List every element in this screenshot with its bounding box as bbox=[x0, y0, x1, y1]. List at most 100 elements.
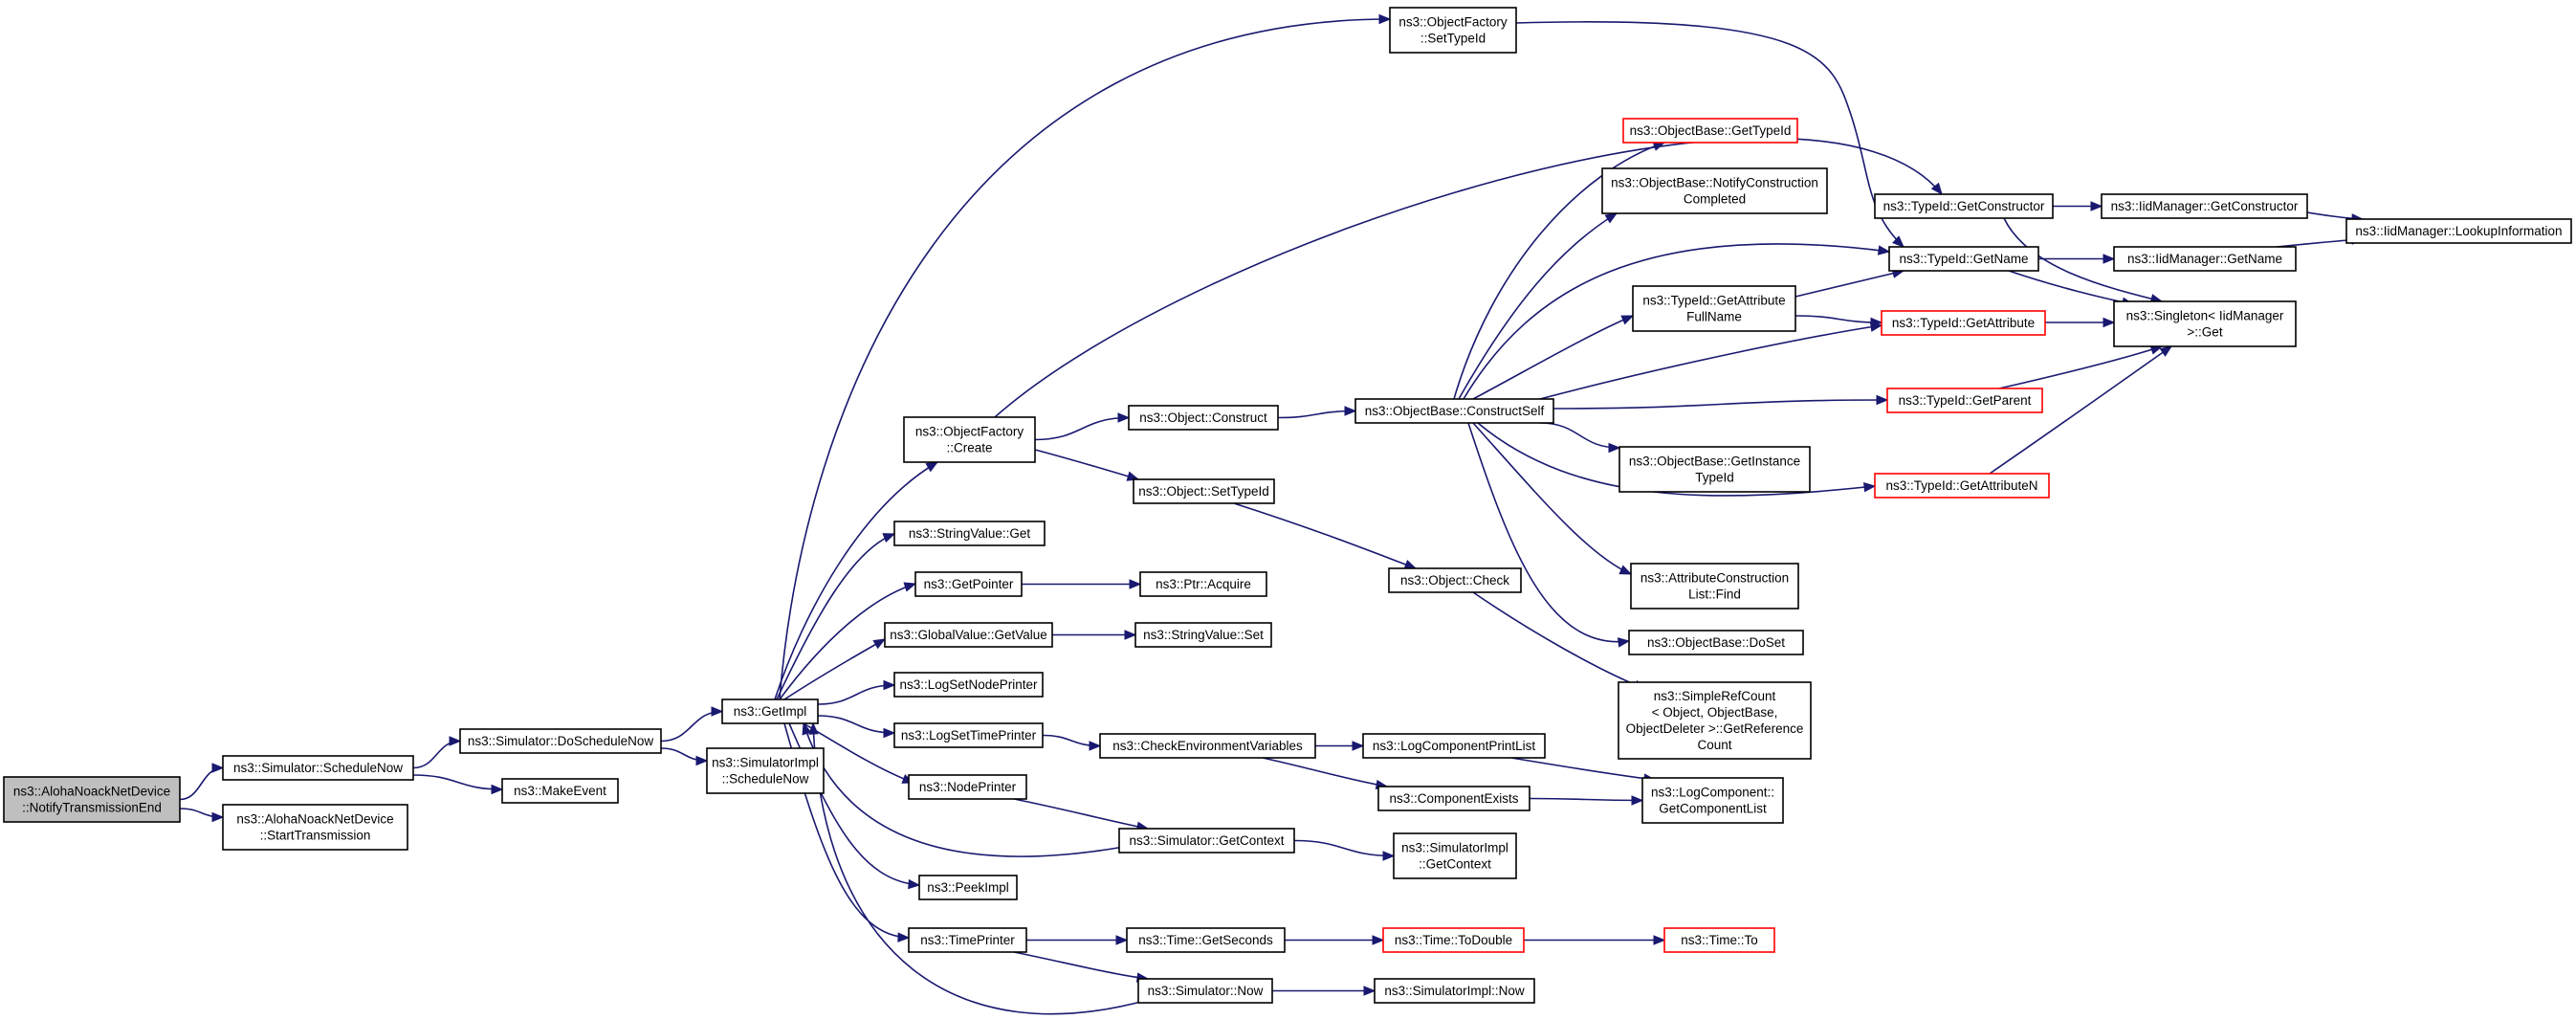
edge-sim_getcontext-to-simimpl_getcontext bbox=[1293, 839, 1395, 857]
node-iidmanager_getname[interactable]: ns3::IidManager::GetName bbox=[2113, 246, 2297, 272]
node-typeid_getattributen[interactable]: ns3::TypeId::GetAttributeN bbox=[1874, 473, 2050, 499]
edge-objfactory_create-to-object_settypeid bbox=[1034, 449, 1139, 480]
node-getpointer[interactable]: ns3::GetPointer bbox=[914, 571, 1023, 597]
edge-sim_now-to-getimpl bbox=[812, 722, 1149, 1015]
node-label: ::Create bbox=[946, 441, 992, 455]
edge-arrowhead bbox=[1117, 412, 1131, 423]
node-simimpl_getcontext[interactable]: ns3::SimulatorImpl::GetContext bbox=[1393, 832, 1517, 879]
node-peekimpl[interactable]: ns3::PeekImpl bbox=[918, 875, 1018, 900]
node-stringvalue_get[interactable]: ns3::StringValue::Get bbox=[893, 521, 1046, 546]
node-typeid_getconstructor[interactable]: ns3::TypeId::GetConstructor bbox=[1874, 193, 2054, 219]
edge-sim_doschedulenow-to-getimpl bbox=[660, 710, 723, 743]
node-label: ns3::IidManager::GetConstructor bbox=[2111, 199, 2299, 213]
node-box bbox=[1388, 567, 1522, 593]
edge-arrowhead bbox=[882, 533, 896, 543]
node-box bbox=[1362, 733, 1546, 759]
node-checkenvvars[interactable]: ns3::CheckEnvironmentVariables bbox=[1099, 733, 1316, 759]
node-object_check[interactable]: ns3::Object::Check bbox=[1388, 567, 1522, 593]
node-makeevent[interactable]: ns3::MakeEvent bbox=[501, 778, 619, 804]
node-globalvalue_getvalue[interactable]: ns3::GlobalValue::GetValue bbox=[884, 622, 1053, 648]
node-box bbox=[1128, 405, 1279, 431]
node-sim_schedulenow[interactable]: ns3::Simulator::ScheduleNow bbox=[222, 755, 414, 781]
node-stringvalue_set[interactable]: ns3::StringValue::Set bbox=[1134, 622, 1272, 648]
node-logsetnodeprinter[interactable]: ns3::LogSetNodePrinter bbox=[893, 672, 1044, 698]
node-label: ns3::AttributeConstruction bbox=[1640, 571, 1789, 586]
node-label: ns3::Object::SetTypeId bbox=[1138, 484, 1269, 499]
edge-typeid_getparent-to-singleton_get bbox=[1998, 345, 2163, 389]
node-box bbox=[1382, 927, 1525, 953]
node-label: ::StartTransmission bbox=[260, 829, 371, 843]
edge-arrowhead bbox=[872, 638, 887, 650]
edge-arrowhead bbox=[1604, 212, 1618, 224]
node-time_todouble[interactable]: ns3::Time::ToDouble bbox=[1382, 927, 1525, 953]
node-box bbox=[1874, 473, 2050, 499]
edge-arrowhead bbox=[2103, 317, 2116, 328]
node-box bbox=[908, 774, 1027, 800]
edges-layer bbox=[179, 13, 2365, 1015]
node-getimpl[interactable]: ns3::GetImpl bbox=[721, 698, 819, 724]
node-sim_getcontext[interactable]: ns3::Simulator::GetContext bbox=[1118, 828, 1295, 854]
node-label: ns3::ObjectBase::NotifyConstruction bbox=[1611, 176, 1818, 190]
node-time_to[interactable]: ns3::Time::To bbox=[1663, 927, 1775, 953]
node-label: ns3::PeekImpl bbox=[927, 880, 1009, 895]
node-typeid_getparent[interactable]: ns3::TypeId::GetParent bbox=[1886, 388, 2043, 413]
node-nodeprinter[interactable]: ns3::NodePrinter bbox=[908, 774, 1027, 800]
node-typeid_getname[interactable]: ns3::TypeId::GetName bbox=[1888, 246, 2039, 272]
node-objbase_notifyconstruction[interactable]: ns3::ObjectBase::NotifyConstructionCompl… bbox=[1601, 167, 1828, 214]
edge-arrowhead bbox=[1129, 579, 1142, 589]
node-object_construct[interactable]: ns3::Object::Construct bbox=[1128, 405, 1279, 431]
edge-typeid_getname-to-singleton_get bbox=[2008, 270, 2134, 305]
edge-arrowhead bbox=[1126, 471, 1140, 481]
edge-timeprinter-to-sim_now bbox=[1013, 951, 1149, 980]
edge-arrowhead bbox=[1344, 406, 1357, 416]
node-simimpl_schedulenow[interactable]: ns3::SimulatorImpl::ScheduleNow bbox=[706, 747, 825, 794]
edge-typeid_getconstructor-to-singleton_get bbox=[2003, 217, 2163, 302]
node-ptr_acquire[interactable]: ns3::Ptr::Acquire bbox=[1139, 571, 1267, 597]
edge-arrowhead bbox=[1930, 182, 1943, 196]
node-label: ::NotifyTransmissionEnd bbox=[22, 801, 162, 815]
node-aloha_starttx[interactable]: ns3::AlohaNoackNetDevice::StartTransmiss… bbox=[222, 804, 408, 851]
node-objbase_constructself[interactable]: ns3::ObjectBase::ConstructSelf bbox=[1354, 398, 1554, 424]
node-sim_doschedulenow[interactable]: ns3::Simulator::DoScheduleNow bbox=[459, 728, 662, 754]
node-componentexists[interactable]: ns3::ComponentExists bbox=[1377, 786, 1530, 811]
node-logcomponent_getlist[interactable]: ns3::LogComponent::GetComponentList bbox=[1641, 777, 1784, 824]
node-label: GetComponentList bbox=[1659, 802, 1767, 816]
node-objbase_gettypeid[interactable]: ns3::ObjectBase::GetTypeId bbox=[1622, 118, 1798, 144]
node-singleton_get[interactable]: ns3::Singleton< IidManager>::Get bbox=[2113, 300, 2297, 347]
node-objfactory_settypeid[interactable]: ns3::ObjectFactory::SetTypeId bbox=[1389, 7, 1517, 54]
edge-getimpl-to-getpointer bbox=[779, 583, 916, 700]
edge-arrowhead bbox=[211, 763, 225, 773]
node-box bbox=[908, 927, 1027, 953]
node-simplerefcount_getref[interactable]: ns3::SimpleRefCount< Object, ObjectBase,… bbox=[1618, 681, 1812, 760]
node-root[interactable]: ns3::AlohaNoackNetDevice::NotifyTransmis… bbox=[3, 776, 181, 823]
node-iidmanager_getconstructor[interactable]: ns3::IidManager::GetConstructor bbox=[2101, 193, 2308, 219]
node-logsettimeprinter[interactable]: ns3::LogSetTimePrinter bbox=[893, 722, 1044, 748]
node-label: ns3::NodePrinter bbox=[919, 780, 1017, 794]
node-time_getseconds[interactable]: ns3::Time::GetSeconds bbox=[1126, 927, 1286, 953]
node-objbase_doset[interactable]: ns3::ObjectBase::DoSet bbox=[1628, 630, 1804, 655]
edge-arrowhead bbox=[2090, 201, 2103, 211]
node-box bbox=[893, 722, 1044, 748]
node-simimpl_now[interactable]: ns3::SimulatorImpl::Now bbox=[1374, 978, 1535, 1004]
node-typeid_getattribute[interactable]: ns3::TypeId::GetAttribute bbox=[1881, 310, 2046, 336]
edge-typeid_getattributefullname-to-typeid_getattribute bbox=[1794, 315, 1882, 323]
node-box bbox=[3, 776, 181, 823]
node-iidmanager_lookupinfo[interactable]: ns3::IidManager::LookupInformation bbox=[2345, 218, 2572, 244]
edge-getimpl-to-logsetnodeprinter bbox=[817, 684, 895, 705]
node-label: FullName bbox=[1686, 310, 1742, 324]
node-box bbox=[1601, 167, 1828, 214]
node-label: ns3::AlohaNoackNetDevice bbox=[236, 812, 393, 827]
node-timeprinter[interactable]: ns3::TimePrinter bbox=[908, 927, 1027, 953]
node-objfactory_create[interactable]: ns3::ObjectFactory::Create bbox=[903, 416, 1036, 463]
node-logcomponentprintlist[interactable]: ns3::LogComponentPrintList bbox=[1362, 733, 1546, 759]
node-box bbox=[1663, 927, 1775, 953]
node-label: ns3::IidManager::LookupInformation bbox=[2355, 224, 2562, 238]
node-box bbox=[893, 672, 1044, 698]
node-object_settypeid[interactable]: ns3::Object::SetTypeId bbox=[1133, 478, 1275, 504]
node-sim_now[interactable]: ns3::Simulator::Now bbox=[1137, 978, 1273, 1004]
node-box bbox=[1622, 118, 1798, 144]
